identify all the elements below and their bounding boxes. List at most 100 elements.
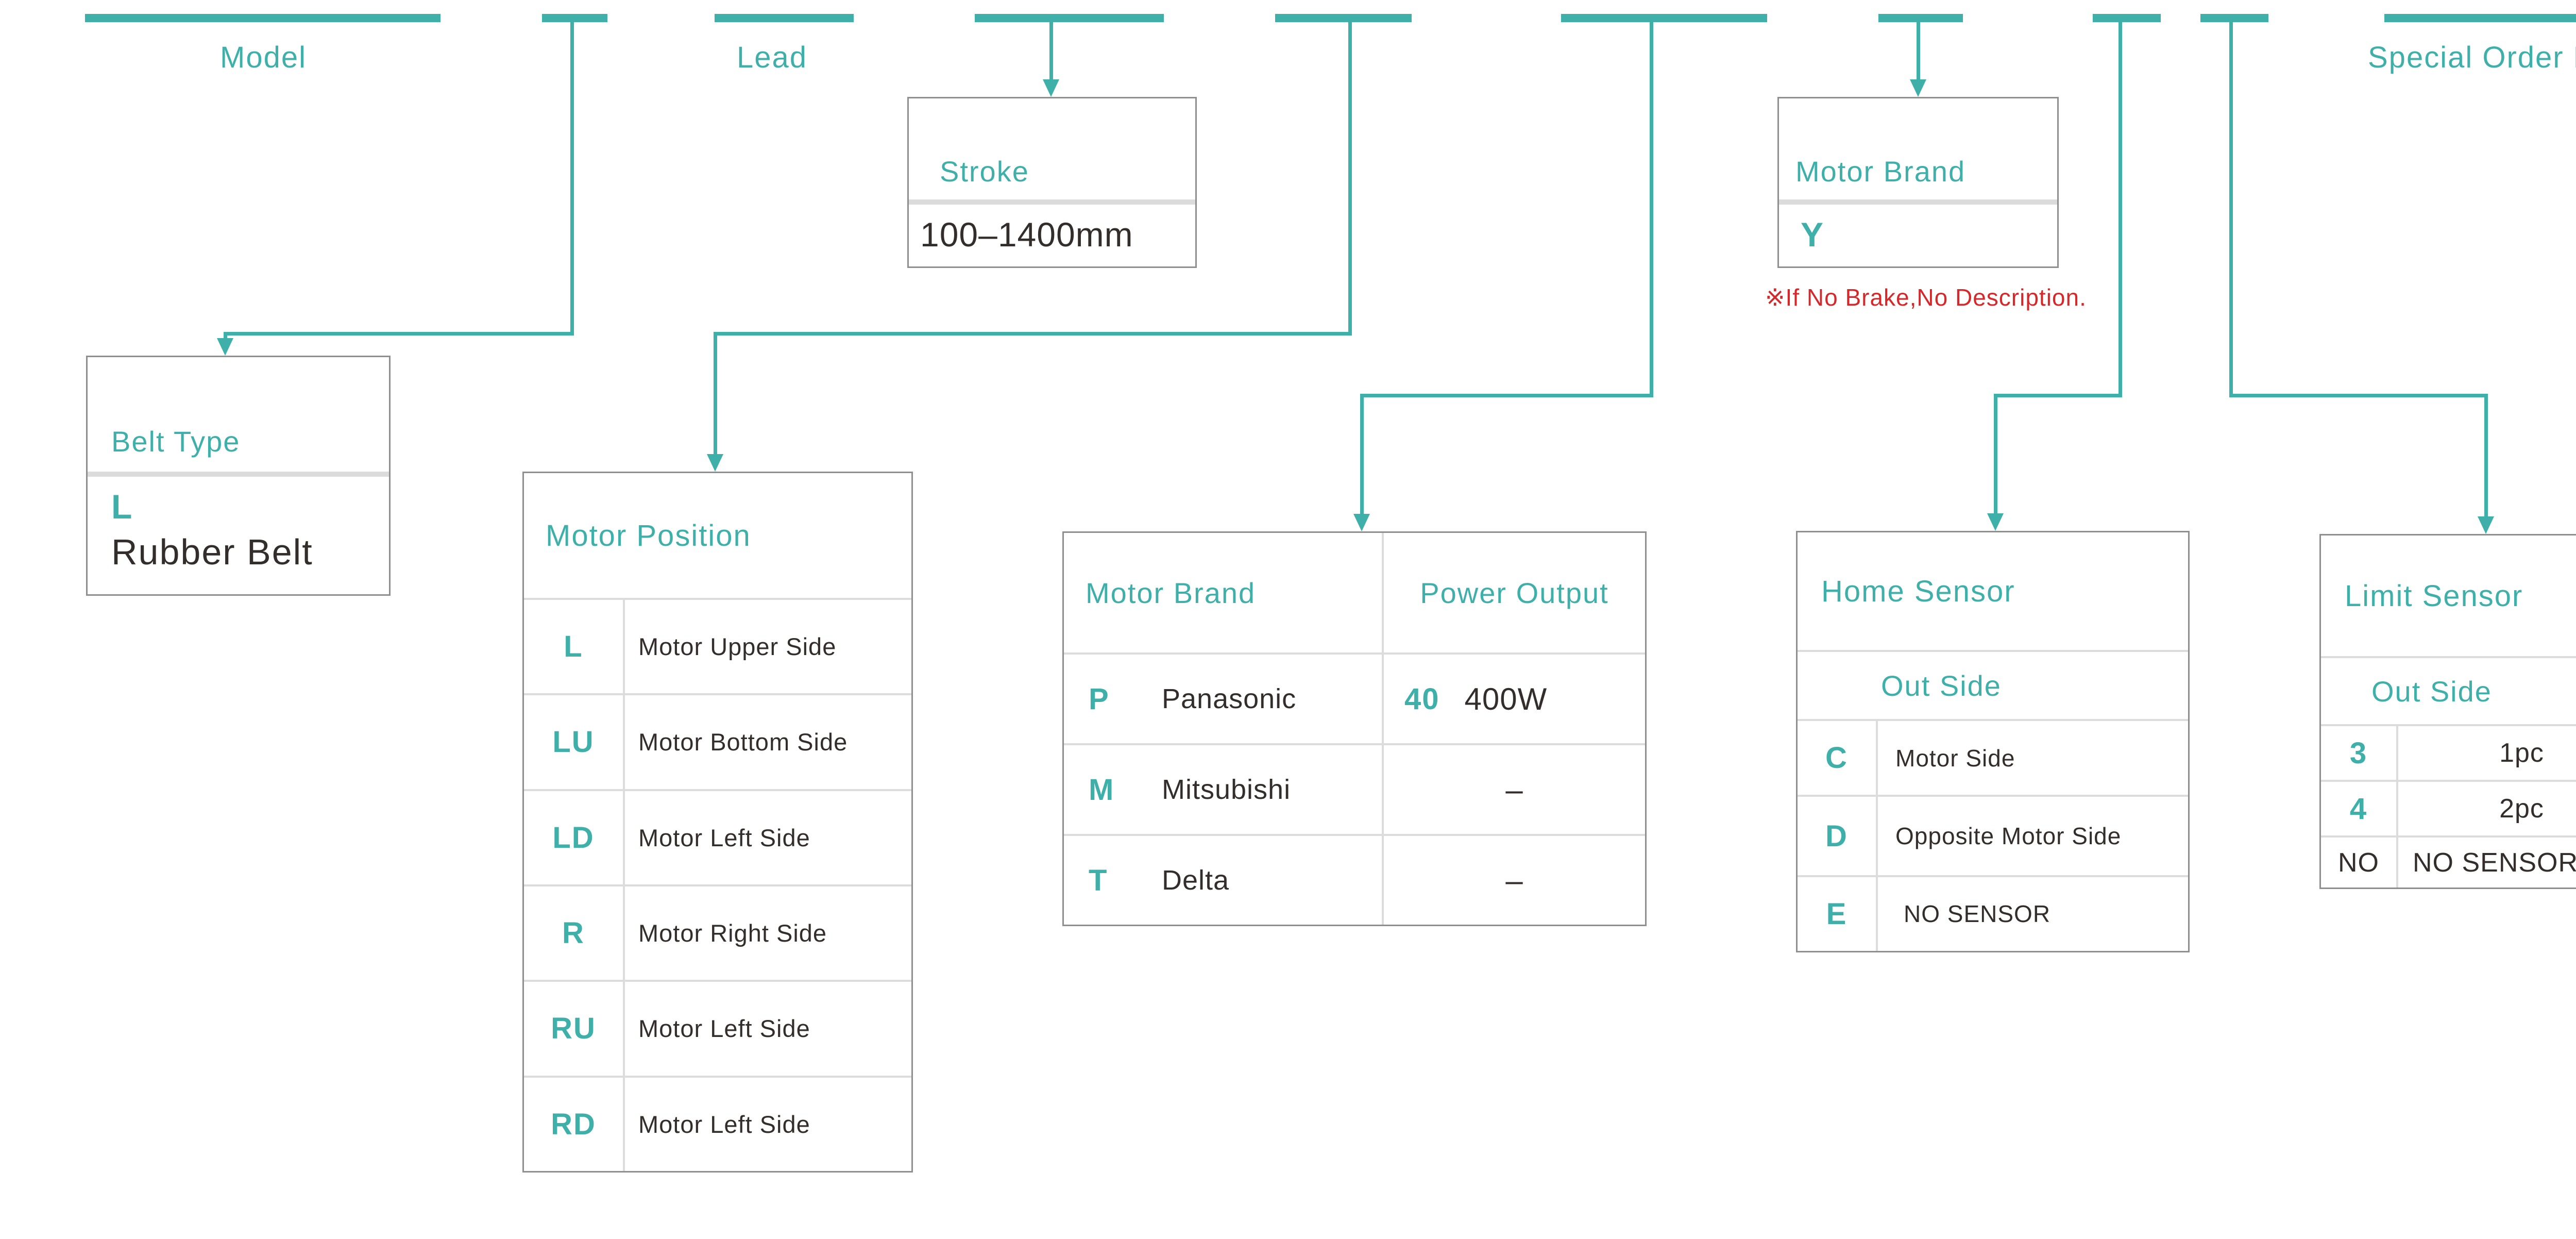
code-tick-belt-type (542, 14, 607, 22)
row-code-cell: LU (524, 695, 625, 789)
table-row: LU Motor Bottom Side (524, 695, 911, 791)
divider (88, 472, 389, 477)
motor-brand-box: Motor Brand Y (1777, 97, 2059, 268)
row-code: 4 (2349, 792, 2368, 826)
table-row: NO NO SENSOR (2321, 838, 2576, 888)
line-segment (2484, 394, 2488, 517)
row-code: RU (551, 1012, 596, 1046)
code-tick-home-sensor (2093, 14, 2161, 22)
row-code: D (1825, 819, 1848, 853)
label-special-order: Special Order No. (2368, 41, 2576, 74)
motor-brand-column-header: Motor Brand (1086, 576, 1256, 609)
table-row: RU Motor Left Side (524, 982, 911, 1078)
stroke-box: Stroke 100–1400mm (907, 97, 1197, 268)
arrow-down-icon (707, 454, 723, 472)
line-segment (1994, 394, 2122, 397)
table-row: P Panasonic 40 400W (1064, 655, 1645, 745)
line-segment (570, 22, 574, 332)
brand-name: Mitsubishi (1162, 774, 1291, 805)
row-code: M (1089, 773, 1115, 807)
limit-sensor-table: Limit Sensor Out Side 3 1pc 4 2pc NO NO … (2319, 534, 2576, 889)
row-desc: 1pc (2499, 738, 2544, 768)
table-row: LD Motor Left Side (524, 791, 911, 886)
line-segment (1360, 394, 1364, 517)
power-value: 400W (1464, 681, 1548, 716)
label-lead: Lead (737, 41, 808, 74)
table-row: D Opposite Motor Side (1798, 797, 2188, 877)
line-segment (1994, 394, 1997, 515)
row-code-cell: NO (2321, 838, 2398, 888)
table-row: R Motor Right Side (524, 886, 911, 982)
brand-cell: M Mitsubishi (1064, 745, 1384, 834)
line-segment (714, 332, 1352, 336)
power-output-column-header: Power Output (1420, 576, 1609, 609)
row-desc: Motor Right Side (638, 919, 827, 947)
row-code: L (564, 630, 583, 664)
motor-position-title: Motor Position (546, 518, 751, 552)
code-tick-lead (715, 14, 854, 22)
motor-position-table: Motor Position L Motor Upper Side LU Mot… (522, 472, 913, 1173)
line-segment (224, 332, 574, 336)
row-desc: Motor Left Side (638, 1110, 810, 1138)
table-row: 3 1pc (2321, 726, 2576, 782)
power-cell: – (1384, 836, 1645, 925)
row-code: NO (2338, 847, 2379, 878)
row-code-cell: R (524, 886, 625, 980)
limit-sensor-header: Limit Sensor (2321, 535, 2576, 658)
home-sensor-subheader: Out Side (1798, 652, 2188, 721)
row-desc: Motor Left Side (638, 1015, 810, 1043)
row-desc: Motor Bottom Side (638, 728, 848, 756)
table-row: T Delta – (1064, 836, 1645, 925)
limit-sensor-title: Limit Sensor (2345, 579, 2523, 613)
table-header-row: Motor Brand Power Output (1064, 533, 1645, 655)
table-row: C Motor Side (1798, 721, 2188, 797)
arrow-down-icon (1043, 79, 1059, 97)
stroke-value: 100–1400mm (920, 215, 1133, 254)
row-desc: NO SENSOR (1904, 900, 2051, 928)
label-model: Model (220, 41, 307, 74)
power-value: – (1505, 772, 1523, 807)
power-output-column-header-cell: Power Output (1384, 533, 1645, 652)
home-sensor-title: Home Sensor (1821, 574, 2015, 608)
line-segment (2229, 22, 2233, 397)
code-tick-model (85, 14, 440, 22)
line-segment (2119, 22, 2122, 397)
arrow-down-icon (2478, 516, 2494, 534)
row-desc: NO SENSOR (2413, 847, 2576, 878)
limit-sensor-subtitle: Out Side (2371, 675, 2492, 708)
row-code-cell: C (1798, 721, 1878, 795)
home-sensor-table: Home Sensor Out Side C Motor Side D Oppo… (1796, 531, 2190, 952)
brand-cell: T Delta (1064, 836, 1384, 925)
belt-type-code: L (111, 488, 133, 526)
line-segment (1348, 22, 1352, 332)
limit-sensor-subheader: Out Side (2321, 658, 2576, 726)
row-desc: 2pc (2499, 794, 2544, 824)
row-code-cell: E (1798, 877, 1878, 951)
home-sensor-subtitle: Out Side (1881, 669, 2002, 702)
motor-brand-box-title: Motor Brand (1795, 155, 1966, 188)
brand-name: Panasonic (1162, 683, 1297, 714)
belt-type-value: L Rubber Belt (88, 477, 389, 573)
code-tick-brake (1878, 14, 1963, 22)
row-code: P (1089, 682, 1110, 716)
line-segment (1360, 394, 1653, 397)
row-code-cell: LD (524, 791, 625, 884)
code-tick-motor-brand (1561, 14, 1767, 22)
code-tick-special-order (2384, 14, 2576, 22)
belt-type-title: Belt Type (111, 425, 241, 458)
arrow-down-icon (1987, 513, 2004, 531)
motor-brand-power-table: Motor Brand Power Output P Panasonic 40 … (1062, 531, 1647, 926)
row-code-cell: L (524, 600, 625, 694)
line-segment (2229, 394, 2488, 397)
home-sensor-header: Home Sensor (1798, 532, 2188, 652)
table-row: 4 2pc (2321, 782, 2576, 838)
row-code-cell: 4 (2321, 782, 2398, 835)
table-row: L Motor Upper Side (524, 600, 911, 696)
row-code: RD (551, 1107, 596, 1141)
motor-brand-column-header-cell: Motor Brand (1064, 533, 1384, 652)
row-code: T (1089, 863, 1108, 897)
table-row: RD Motor Left Side (524, 1077, 911, 1171)
divider (909, 199, 1195, 205)
row-code-cell: 3 (2321, 726, 2398, 780)
